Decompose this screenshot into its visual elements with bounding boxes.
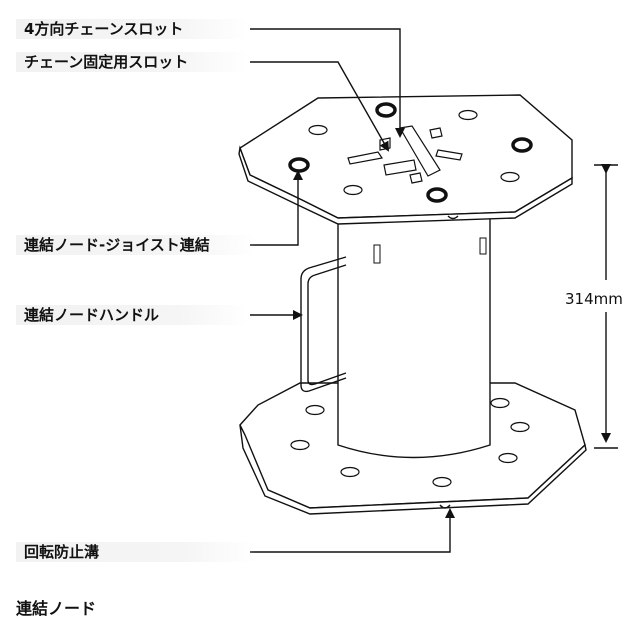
chain-slot-cross xyxy=(347,125,463,184)
top-plate-holes xyxy=(308,109,520,196)
label-node-handle: 連結ノードハンドル xyxy=(16,305,248,325)
leader-lines xyxy=(250,28,455,553)
leader-chain-fix-slot xyxy=(250,61,389,152)
label-node-joist-link: 連結ノード-ジョイスト連結 xyxy=(16,235,256,255)
top-plate-ring-holes xyxy=(288,102,533,203)
label-anti-rotation-groove: 回転防止溝 xyxy=(16,542,256,562)
label-chain-fix-slot: チェーン固定用スロット xyxy=(16,52,248,72)
leader-node-joist-link xyxy=(250,170,303,246)
center-cylinder xyxy=(337,214,491,459)
diagram-caption: 連結ノード xyxy=(16,599,97,618)
leader-chain-slot-4way xyxy=(250,28,405,138)
handle xyxy=(300,256,347,393)
top-plate xyxy=(238,94,573,225)
height-dimension xyxy=(594,164,618,449)
bottom-plate-holes xyxy=(290,397,530,488)
height-dimension-label: 314mm xyxy=(565,290,623,308)
leader-anti-rotation-groove xyxy=(250,508,455,553)
label-chain-slot-4way: 4方向チェーンスロット xyxy=(16,19,248,39)
